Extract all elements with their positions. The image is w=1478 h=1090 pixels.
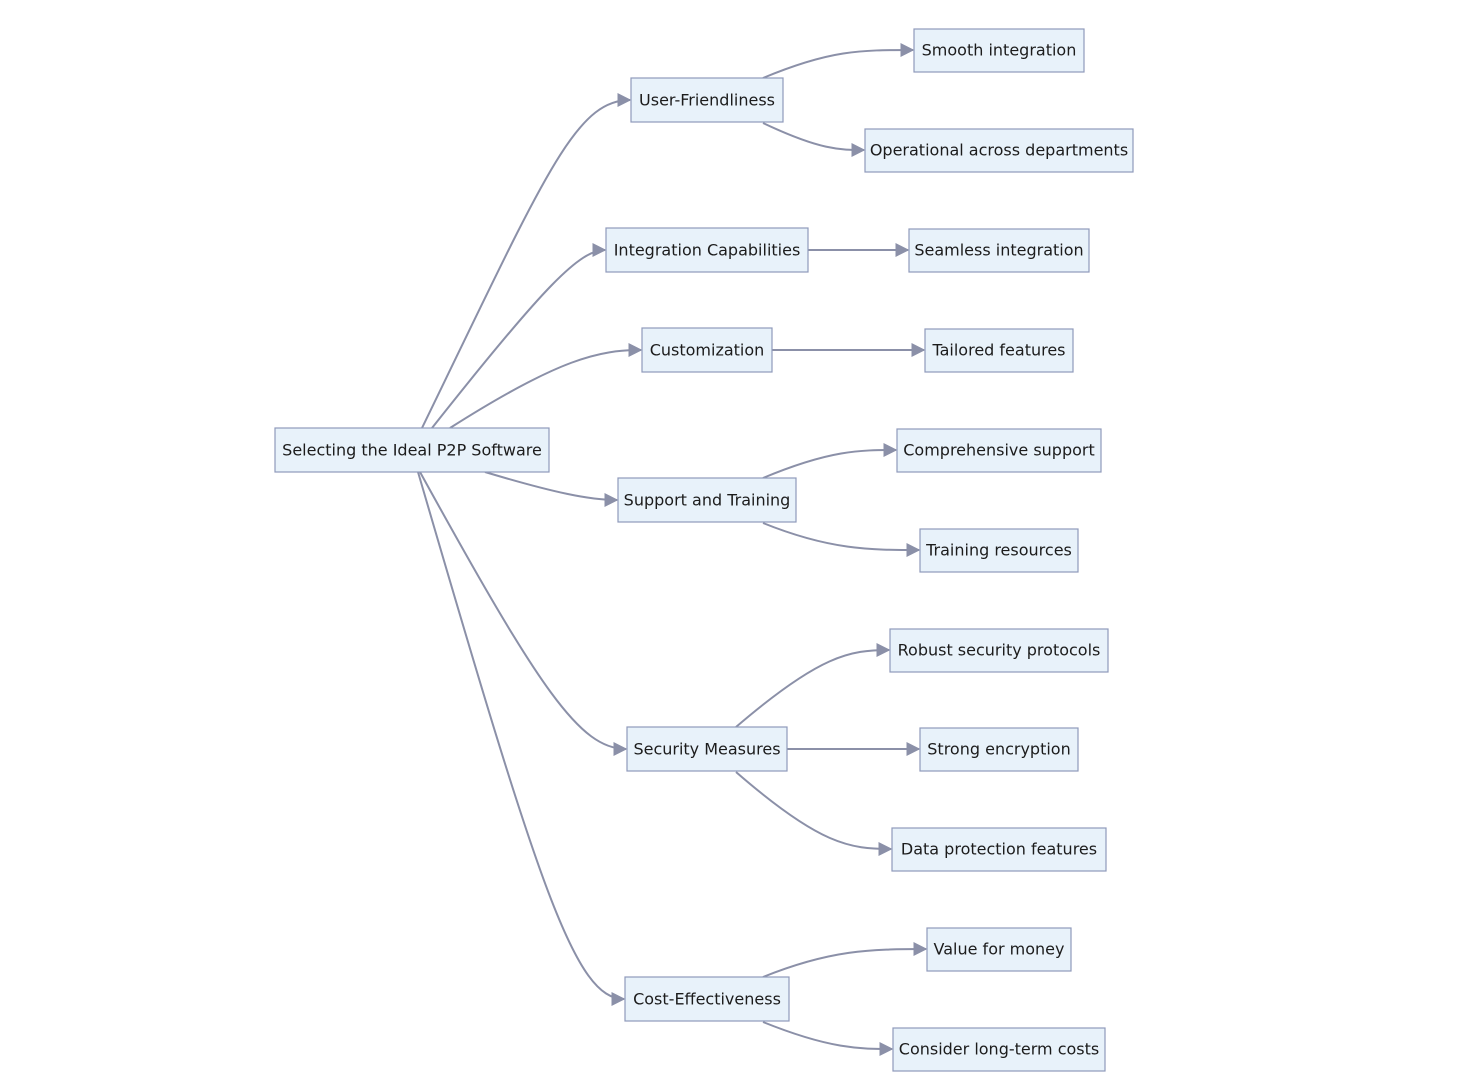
leaf-node-label: Robust security protocols [898, 641, 1101, 660]
leaf-node-smooth-integration: Smooth integration [913, 28, 1085, 73]
leaf-node-label: Comprehensive support [903, 441, 1095, 460]
branch-node-cost-effectiveness: Cost-Effectiveness [624, 976, 790, 1022]
leaf-node-label: Data protection features [901, 840, 1097, 859]
edges [417, 43, 928, 1056]
leaf-node-label: Strong encryption [927, 740, 1070, 759]
leaf-node-label: Consider long-term costs [899, 1040, 1099, 1059]
branch-node-label: Cost-Effectiveness [633, 990, 781, 1009]
branch-node-label: Support and Training [624, 491, 791, 510]
branch-node-customization: Customization [641, 327, 773, 373]
leaf-node-strong-encryption: Strong encryption [919, 727, 1079, 772]
leaf-node-consider-long-term-costs: Consider long-term costs [892, 1027, 1106, 1072]
root-node-label: Selecting the Ideal P2P Software [282, 441, 542, 460]
leaf-node-label: Training resources [925, 541, 1072, 560]
branch-node-support-and-training: Support and Training [617, 477, 797, 523]
branch-node-integration-capabilities: Integration Capabilities [605, 227, 809, 273]
edge-support-and-training-to-training-resources [762, 522, 921, 557]
branch-node-label: Security Measures [633, 740, 780, 759]
branch-node-label: User-Friendliness [639, 91, 775, 110]
edge-root-to-user-friendliness [421, 93, 632, 429]
edge-root-to-security-measures [419, 471, 628, 756]
leaf-node-operational-across-departments: Operational across departments [864, 128, 1134, 173]
leaf-node-label: Tailored features [931, 341, 1065, 360]
leaf-node-label: Smooth integration [922, 41, 1077, 60]
leaf-node-label: Seamless integration [914, 241, 1083, 260]
branch-node-label: Customization [650, 341, 765, 360]
root-node: Selecting the Ideal P2P Software [274, 427, 550, 473]
edge-user-friendliness-to-operational-across-departments [762, 122, 866, 157]
branch-node-label: Integration Capabilities [614, 241, 801, 260]
edge-root-to-cost-effectiveness [417, 471, 626, 1006]
leaf-node-robust-security-protocols: Robust security protocols [889, 628, 1109, 673]
leaf-node-tailored-features: Tailored features [924, 328, 1074, 373]
edge-security-measures-to-data-protection-features [735, 771, 893, 856]
edge-root-to-customization [449, 343, 643, 429]
edge-cost-effectiveness-to-consider-long-term-costs [762, 1021, 894, 1056]
leaf-node-data-protection-features: Data protection features [891, 827, 1107, 872]
leaf-node-comprehensive-support: Comprehensive support [896, 428, 1102, 473]
branch-node-user-friendliness: User-Friendliness [630, 77, 784, 123]
leaf-node-seamless-integration: Seamless integration [908, 228, 1090, 273]
edge-root-to-integration-capabilities [431, 243, 607, 429]
branch-node-security-measures: Security Measures [626, 726, 788, 772]
leaf-node-label: Value for money [934, 940, 1065, 959]
edge-security-measures-to-robust-security-protocols [735, 643, 891, 728]
leaf-node-training-resources: Training resources [919, 528, 1079, 573]
edge-root-to-support-and-training [484, 471, 619, 507]
leaf-node-value-for-money: Value for money [926, 927, 1072, 972]
leaf-node-label: Operational across departments [870, 141, 1128, 160]
edge-support-and-training-to-comprehensive-support [762, 443, 898, 479]
edge-user-friendliness-to-smooth-integration [762, 43, 915, 79]
edge-cost-effectiveness-to-value-for-money [762, 942, 928, 978]
